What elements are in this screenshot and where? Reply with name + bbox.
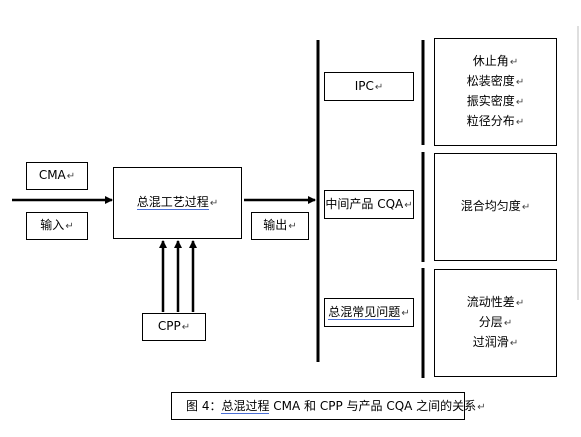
caption-prefix: 图 4：: [186, 399, 222, 413]
caption-rest: CMA 和 CPP 与产品 CQA 之间的关系: [269, 399, 477, 413]
return-mark: ↵: [181, 322, 191, 333]
return-mark: ↵: [288, 221, 297, 232]
return-mark: ↵: [477, 402, 486, 413]
input-label: 输入: [40, 218, 65, 232]
issues-label: 总混常见问题: [328, 304, 401, 320]
process-box: 总混工艺过程↵: [113, 167, 242, 239]
cpp-box: CPP↵: [142, 313, 206, 341]
ipc-result-item: 松装密度: [466, 74, 515, 88]
cqa-result-item: 混合均匀度: [460, 199, 521, 213]
input-box: 输入↵: [26, 212, 88, 240]
cqa-box: 中间产品 CQA↵: [324, 190, 414, 219]
issues-result-item: 分层: [478, 315, 503, 329]
ipc-result-item: 粒径分布: [466, 114, 515, 128]
ipc-result-item: 休止角: [472, 54, 509, 68]
issues-results-box: 流动性差↵ 分层↵ 过润滑↵: [434, 269, 557, 377]
output-label: 输出: [263, 218, 288, 232]
cqa-label: 中间产品 CQA: [325, 196, 404, 211]
process-label: 总混工艺过程: [136, 195, 209, 210]
issues-result-item: 流动性差: [466, 295, 515, 309]
ipc-results-box: 休止角↵ 松装密度↵ 振实密度↵ 粒径分布↵: [434, 38, 557, 146]
issues-box: 总混常见问题↵: [324, 298, 414, 327]
return-mark: ↵: [66, 171, 76, 182]
return-mark: ↵: [65, 221, 74, 232]
return-mark: ↵: [404, 199, 413, 211]
output-box: 输出↵: [251, 212, 309, 240]
cqa-results-box: 混合均匀度↵: [434, 153, 557, 261]
ipc-label: IPC: [354, 78, 374, 93]
cma-label: CMA: [38, 168, 66, 182]
issues-result-item: 过润滑: [472, 335, 509, 349]
return-mark: ↵: [374, 81, 384, 93]
cma-box: CMA↵: [26, 162, 88, 190]
return-mark: ↵: [209, 198, 219, 209]
figure-caption: 图 4：总混过程 CMA 和 CPP 与产品 CQA 之间的关系↵: [171, 392, 486, 420]
cpp-label: CPP: [157, 319, 181, 333]
return-mark: ↵: [401, 307, 410, 319]
caption-underlined: 总混过程: [221, 399, 270, 414]
ipc-box: IPC↵: [324, 72, 414, 101]
ipc-result-item: 振实密度: [466, 94, 515, 108]
